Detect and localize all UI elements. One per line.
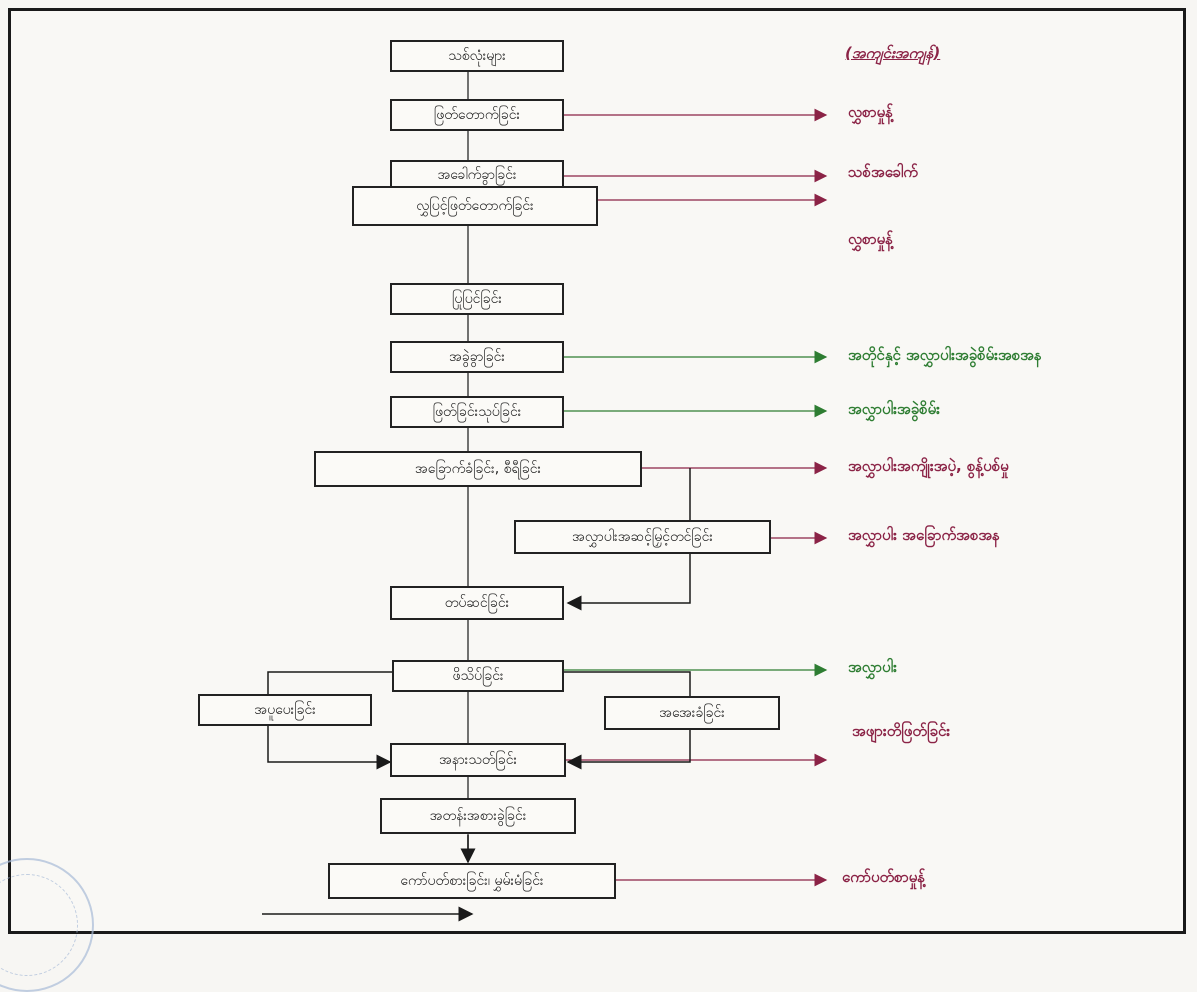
legend-residue: (အကျင်းအကျန်) [845, 44, 941, 62]
output-edge-trim: အဖျားတိဖြတ်ခြင်း [852, 722, 951, 740]
output-bark: သစ်အခေါက် [848, 163, 918, 181]
output-dry-veneer-scrap: အလွှာပါး အခြောက်အစအန [848, 526, 1000, 544]
loop-cooling-return [566, 726, 691, 770]
flow-connectors [262, 72, 828, 922]
step-heating: အပူပေးခြင်း [198, 694, 372, 726]
output-green-veneer: အလွှာပါးအခွဲစိမ်း [848, 400, 940, 418]
step-grading: အတန်းအစားခွဲခြင်း [380, 798, 576, 834]
step-clipping: ဖြတ်ခြင်းသုပ်ခြင်း [390, 396, 564, 428]
loop-cooling [564, 671, 691, 698]
step-cooling: အအေးခံခြင်း [604, 696, 780, 730]
loop-upgrade [566, 468, 691, 611]
step-trimming: အနားသတ်ခြင်း [390, 743, 566, 777]
step-cutting: ဖြတ်တောက်ခြင်း [390, 99, 564, 131]
step-debarking: အခေါက်ခွာခြင်း [390, 160, 564, 190]
loop-heating-return [267, 726, 392, 770]
output-core-green-scrap: အတိုင်နှင့် အလွှာပါးအခွဲစိမ်းအစအန [848, 346, 1042, 364]
step-pressing: ဖိသိပ်ခြင်း [392, 660, 564, 692]
loop-heating [267, 671, 392, 698]
step-conditioning: ပြုပြင်ခြင်း [390, 283, 564, 315]
step-saw-cutting: လွှပြင့်ဖြတ်တောက်ခြင်း [352, 186, 598, 226]
step-sanding-finishing: ကော်ပတ်စားခြင်း၊ မွှမ်းမံခြင်း [328, 863, 616, 899]
step-assembly: တပ်ဆင်ခြင်း [390, 586, 564, 620]
step-veneer-upgrade: အလွှာပါးအဆင့်မြှင့်တင်ခြင်း [514, 520, 771, 554]
step-peeling: အခွဲခွာခြင်း [390, 341, 564, 373]
step-drying-sorting: အခြောက်ခံခြင်း, စီရီခြင်း [314, 451, 642, 487]
output-sawdust-2: လွှစာမှုန့် [848, 230, 893, 248]
output-sanding-dust: ကော်ပတ်စာမှုန့် [842, 868, 926, 886]
step-logs: သစ်လုံးများ [390, 40, 564, 72]
output-sawdust-1: လွှစာမှုန့် [848, 103, 893, 121]
output-veneer: အလွှာပါး [848, 658, 897, 676]
output-broken-veneer-waste: အလွှာပါးအကျိုးအပဲ့, စွန့်ပစ်မှု [848, 457, 1009, 475]
